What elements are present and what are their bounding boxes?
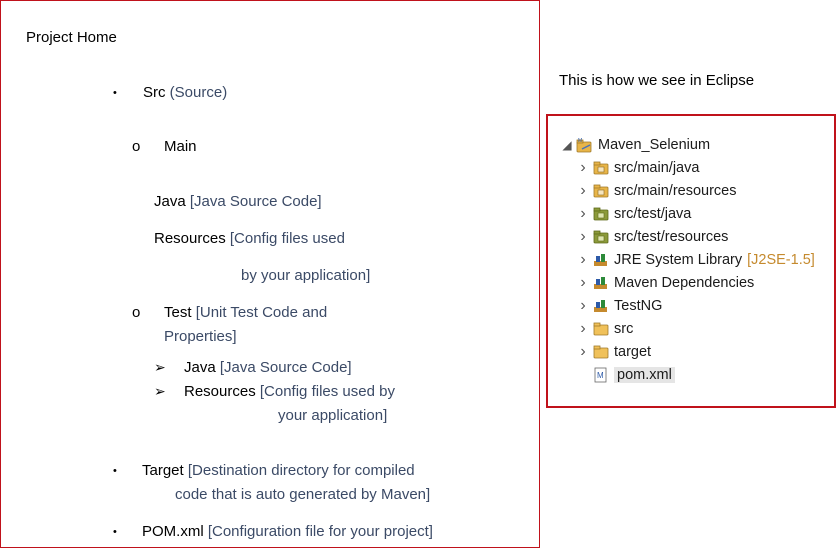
tree-item[interactable]: › src/main/java bbox=[576, 157, 699, 179]
library-icon bbox=[592, 275, 610, 291]
bullet: • bbox=[113, 465, 117, 477]
tree-item[interactable]: › Maven Dependencies bbox=[576, 272, 754, 294]
tree-item-label: src/test/resources bbox=[614, 229, 729, 245]
circle-bullet: o bbox=[132, 138, 141, 155]
tree-item[interactable]: › src/main/resources bbox=[576, 180, 736, 202]
main-java-label: Java bbox=[154, 193, 186, 210]
tree-project-root[interactable]: ◢ M Maven_Selenium bbox=[560, 134, 710, 156]
tree-item[interactable]: › TestNG bbox=[576, 295, 662, 317]
tree-item-decoration: [J2SE-1.5] bbox=[747, 252, 815, 268]
test-resources-label: Resources bbox=[184, 383, 256, 400]
test-resources-note: [Config files used by bbox=[259, 383, 395, 400]
test-source-folder-icon bbox=[592, 206, 610, 222]
expand-arrow-icon[interactable]: › bbox=[580, 274, 586, 291]
source-folder-icon bbox=[592, 160, 610, 176]
project-structure-panel: Project Home • Src (Source) o Main Java … bbox=[0, 0, 540, 548]
bullet: • bbox=[113, 526, 117, 538]
main-resources-note: [Config files used bbox=[229, 230, 345, 247]
test-resources-item: Resources [Config files used by bbox=[184, 383, 395, 401]
target-note: [Destination directory for compiled bbox=[187, 462, 415, 479]
tree-item-label: TestNG bbox=[614, 298, 663, 314]
arrow-bullet: ➢ bbox=[154, 383, 166, 399]
main-java-note: [Java Source Code] bbox=[189, 193, 322, 210]
test-note: [Unit Test Code and bbox=[195, 304, 328, 321]
src-note: (Source) bbox=[169, 84, 228, 101]
tree-item[interactable]: › src/test/java bbox=[576, 203, 691, 225]
bullet: • bbox=[113, 87, 117, 99]
tree-item-label: Maven Dependencies bbox=[614, 275, 755, 291]
test-java-item: Java [Java Source Code] bbox=[184, 359, 352, 377]
src-label: Src bbox=[143, 84, 166, 101]
tree-item-label: src/test/java bbox=[614, 206, 692, 222]
main-resources-item: Resources [Config files used bbox=[154, 230, 345, 248]
tree-item[interactable]: › JRE System Library[J2SE-1.5] bbox=[576, 249, 815, 271]
arrow-bullet: ➢ bbox=[154, 359, 166, 375]
source-folder-icon bbox=[592, 183, 610, 199]
pom-file-icon: M bbox=[592, 367, 610, 383]
circle-bullet: o bbox=[132, 304, 141, 321]
library-icon bbox=[592, 252, 610, 268]
svg-text:M: M bbox=[578, 138, 582, 144]
project-home-title: Project Home bbox=[26, 29, 117, 46]
tree-item-label: src/main/java bbox=[614, 160, 700, 176]
pom-note: [Configuration file for your project] bbox=[207, 523, 433, 540]
test-resources-note-cont: your application] bbox=[278, 407, 388, 424]
eclipse-caption: This is how we see in Eclipse bbox=[559, 72, 755, 89]
library-icon bbox=[592, 298, 610, 314]
pom-item: POM.xml [Configuration file for your pro… bbox=[142, 523, 433, 541]
expand-arrow-icon[interactable]: › bbox=[580, 159, 586, 176]
expand-arrow-icon[interactable]: › bbox=[580, 320, 586, 337]
tree-item-label: src bbox=[614, 321, 634, 337]
main-java-item: Java [Java Source Code] bbox=[154, 193, 322, 211]
test-label: Test bbox=[164, 304, 192, 321]
project-name: Maven_Selenium bbox=[598, 137, 711, 153]
tree-item[interactable]: › src/test/resources bbox=[576, 226, 728, 248]
tree-item[interactable]: › src bbox=[576, 318, 633, 340]
test-java-label: Java bbox=[184, 359, 216, 376]
svg-text:M: M bbox=[597, 371, 604, 380]
expand-arrow-icon[interactable]: › bbox=[580, 205, 586, 222]
folder-icon bbox=[592, 321, 610, 337]
tree-item-label: pom.xml bbox=[614, 367, 675, 383]
expand-arrow-icon[interactable]: › bbox=[580, 297, 586, 314]
expand-arrow-icon[interactable]: › bbox=[580, 251, 586, 268]
test-java-note: [Java Source Code] bbox=[219, 359, 352, 376]
eclipse-package-explorer: ◢ M Maven_Selenium › src/main/java › src/ma… bbox=[546, 114, 836, 408]
collapse-arrow-icon[interactable]: ◢ bbox=[562, 138, 572, 152]
src-item: Src (Source) bbox=[143, 84, 227, 102]
maven-project-icon: M bbox=[576, 137, 594, 153]
pom-label: POM.xml bbox=[142, 523, 204, 540]
tree-item[interactable]: › target bbox=[576, 341, 651, 363]
tree-item-label: target bbox=[614, 344, 652, 360]
tree-item-label: src/main/resources bbox=[614, 183, 737, 199]
target-note-cont: code that is auto generated by Maven] bbox=[175, 486, 431, 503]
target-item: Target [Destination directory for compil… bbox=[142, 462, 415, 480]
main-resources-label: Resources bbox=[154, 230, 226, 247]
expand-arrow-icon[interactable]: › bbox=[580, 182, 586, 199]
expand-arrow-icon[interactable]: › bbox=[580, 228, 586, 245]
test-note-cont: Properties] bbox=[164, 328, 237, 345]
test-source-folder-icon bbox=[592, 229, 610, 245]
target-label: Target bbox=[142, 462, 184, 479]
main-label: Main bbox=[164, 138, 197, 155]
expand-arrow-icon[interactable]: › bbox=[580, 343, 586, 360]
test-item: Test [Unit Test Code and bbox=[164, 304, 327, 322]
main-resources-note-cont: by your application] bbox=[241, 267, 371, 284]
tree-item-label: JRE System Library bbox=[614, 252, 743, 268]
folder-icon bbox=[592, 344, 610, 360]
